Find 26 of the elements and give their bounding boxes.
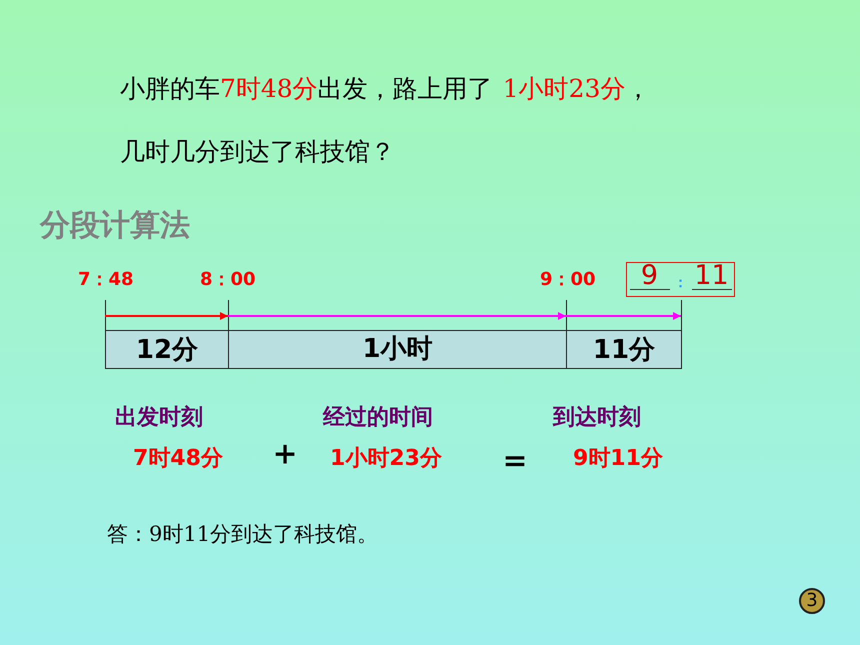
question-text: 几时几分到达了科技馆？ (120, 136, 395, 168)
value-text: 7时48分 (133, 445, 223, 473)
segment-box (566, 330, 682, 369)
segment-box (105, 330, 229, 369)
column-heading: 出发时刻 (115, 404, 203, 432)
question-text: 小胖的车7时48分出发，路上用了 1小时23分， (120, 73, 650, 105)
time-label: 9：00 (540, 268, 596, 291)
answer-box (626, 262, 735, 297)
column-heading: 到达时刻 (553, 404, 641, 432)
section-heading: 分段计算法 (40, 207, 190, 245)
page-number: 3 (805, 589, 819, 613)
answer-text: 答：9时11分到达了科技馆。 (107, 521, 378, 548)
segment-label: 11分 (592, 334, 656, 367)
column-heading: 经过的时间 (323, 404, 433, 432)
time-label: 8：00 (200, 268, 256, 291)
segment-label: 1小时 (362, 333, 433, 366)
fill-in-value: 9 (630, 263, 670, 290)
equals-sign: ＝ (498, 443, 532, 477)
colon: ： (674, 274, 688, 293)
value-text: 1小时23分 (330, 445, 442, 473)
plus-sign: ＋ (268, 436, 302, 470)
segment-box (228, 330, 567, 369)
fill-in-value: 11 (692, 263, 732, 290)
value-text: 9时11分 (573, 445, 663, 473)
segment-label: 12分 (136, 334, 198, 367)
time-label: 7：48 (78, 268, 134, 291)
